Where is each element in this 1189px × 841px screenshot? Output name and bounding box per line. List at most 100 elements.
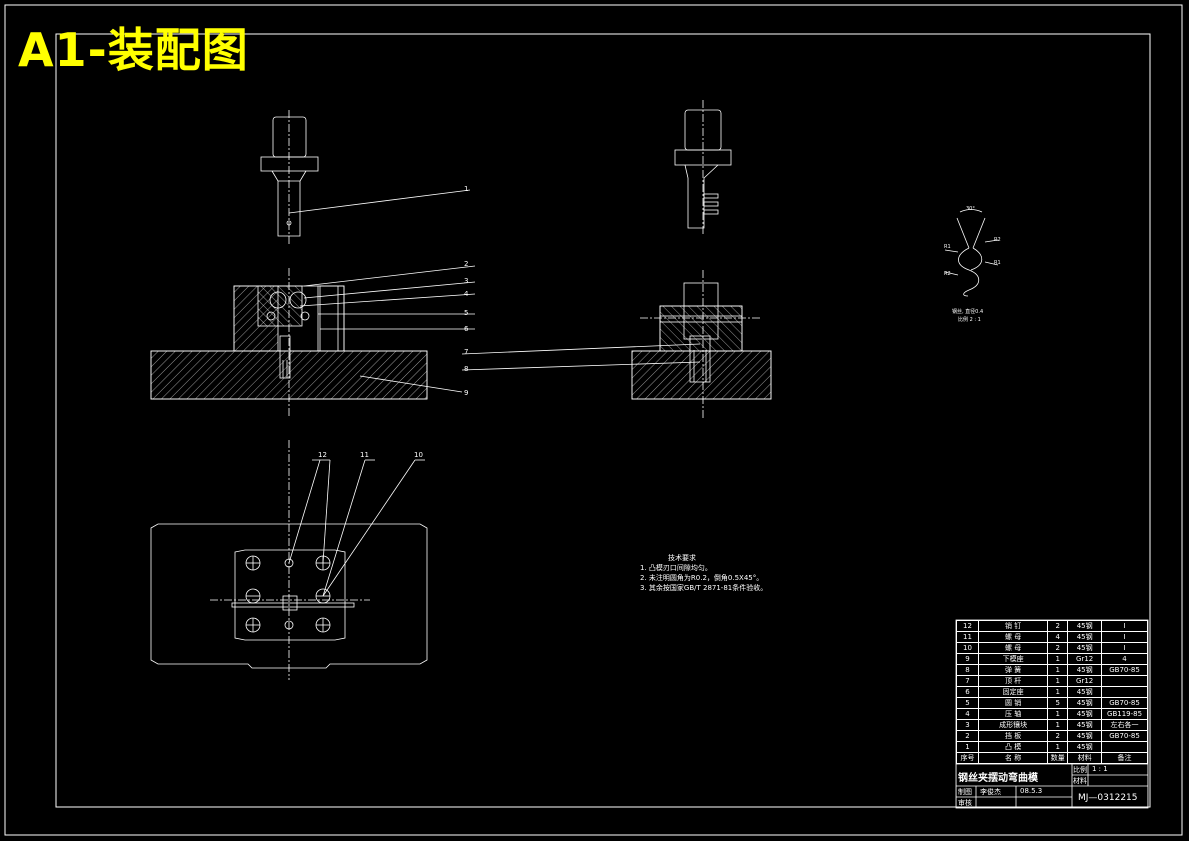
drawing-number: MJ—0312215 — [1078, 793, 1138, 803]
bom-cell: 12 — [956, 620, 979, 632]
bom-header-row: 序号名 称数量材料备注 — [956, 752, 1148, 764]
bom-cell: 销 钉 — [977, 620, 1049, 632]
bom-cell: I — [1101, 642, 1148, 654]
bom-cell: 材料 — [1067, 752, 1103, 764]
bom-cell: 1 — [1047, 719, 1069, 731]
bom-cell: GB70-85 — [1101, 697, 1148, 709]
bom-cell: 4 — [956, 708, 979, 720]
wire-detail-view — [944, 209, 999, 297]
bom-cell: 11 — [956, 631, 979, 643]
scale-value: 1 : 1 — [1092, 765, 1108, 773]
bom-cell: 螺 母 — [977, 642, 1049, 654]
material-label: 材料 — [1073, 777, 1087, 785]
inner-border — [55, 33, 1151, 808]
punch-side-view — [674, 100, 732, 235]
bom-cell: 1 — [1047, 664, 1069, 676]
bom-cell: 2 — [1047, 730, 1069, 742]
balloon-6: 6 — [464, 325, 469, 333]
title-block: 钢丝夹摆动弯曲模 比例 1 : 1 材料 制图 审核 李俊杰 08.5.3 MJ… — [956, 764, 1148, 808]
die-side-section — [631, 270, 772, 420]
balloon-2: 2 — [464, 260, 468, 268]
tech-note-line-3: 3. 其余按国家GB/T 2871-81条件验收。 — [640, 584, 768, 592]
bom-cell: GB119-85 — [1101, 708, 1148, 720]
leader-lines — [288, 189, 701, 597]
bom-cell: GB70-85 — [1101, 664, 1148, 676]
bom-cell: 1 — [1047, 708, 1069, 720]
bom-cell: I — [1101, 631, 1148, 643]
bom-cell: GB70-85 — [1101, 730, 1148, 742]
bom-cell: I — [1101, 620, 1148, 632]
bom-cell: 5 — [956, 697, 979, 709]
bom-cell: 1 — [1047, 675, 1069, 687]
bom-cell: 45钢 — [1067, 664, 1103, 676]
scale-label: 比例 — [1073, 766, 1087, 774]
bom-cell: 顶 杆 — [977, 675, 1049, 687]
balloon-4: 4 — [464, 290, 469, 298]
dim-r2-left: R2 — [944, 271, 951, 277]
balloon-12: 12 — [318, 451, 327, 459]
bom-cell: 1 — [956, 741, 979, 753]
technical-notes: 技术要求 1. 凸模刃口间隙均匀。 2. 未注明圆角为R0.2，倒角0.5X45… — [640, 553, 767, 593]
bom-cell: 5 — [1047, 697, 1069, 709]
balloon-1: 1 — [464, 185, 468, 193]
bom-cell: 圆 销 — [977, 697, 1049, 709]
bom-cell: 弹 簧 — [977, 664, 1049, 676]
sheet-title: A1-装配图 — [18, 23, 249, 77]
tech-note-line-2: 2. 未注明圆角为R0.2，倒角0.5X45°。 — [640, 574, 764, 582]
dim-r1-left: R1 — [944, 244, 951, 250]
tech-note-line-1: 1. 凸模刃口间隙均匀。 — [640, 564, 712, 572]
bom-cell: Gr12 — [1067, 675, 1103, 687]
bom-cell: 下模座 — [977, 653, 1049, 665]
bom-cell: 2 — [1047, 620, 1069, 632]
bom-cell — [1101, 675, 1148, 687]
bom-cell: 45钢 — [1067, 719, 1103, 731]
bom-cell: 数量 — [1047, 752, 1069, 764]
balloon-11: 11 — [360, 451, 369, 459]
drawing-date: 08.5.3 — [1020, 787, 1043, 795]
bom-cell: 45钢 — [1067, 631, 1103, 643]
bom-cell: 固定座 — [977, 686, 1049, 698]
bom-cell — [1101, 741, 1148, 753]
bom-cell: 45钢 — [1067, 686, 1103, 698]
die-section-view — [150, 268, 428, 418]
balloon-8: 8 — [464, 365, 468, 373]
bom-cell: 45钢 — [1067, 730, 1103, 742]
bom-cell: 备注 — [1101, 752, 1148, 764]
balloon-5: 5 — [464, 309, 468, 317]
bom-cell: 1 — [1047, 653, 1069, 665]
bom-cell: 螺 母 — [977, 631, 1049, 643]
die-plan-view — [150, 440, 428, 680]
bom-cell: 序号 — [956, 752, 979, 764]
balloon-9: 9 — [464, 389, 468, 397]
tech-notes-title: 技术要求 — [668, 554, 696, 562]
bom-cell: 7 — [956, 675, 979, 687]
bom-cell: 2 — [1047, 642, 1069, 654]
bom-cell: 45钢 — [1067, 708, 1103, 720]
dim-angle: 30° — [966, 206, 975, 212]
bom-cell: 10 — [956, 642, 979, 654]
part-name: 钢丝夹摆动弯曲模 — [958, 773, 1038, 784]
bom-cell: 1 — [1047, 686, 1069, 698]
dim-r1-right: R1 — [994, 260, 1001, 266]
bom-cell: 6 — [956, 686, 979, 698]
bom-cell: 3 — [956, 719, 979, 731]
dim-r2-right: R2 — [994, 237, 1001, 243]
bom-cell: 2 — [956, 730, 979, 742]
bom-cell: 9 — [956, 653, 979, 665]
bom-cell: 压 轴 — [977, 708, 1049, 720]
balloon-10: 10 — [414, 451, 423, 459]
drawer-name: 李俊杰 — [980, 788, 1001, 796]
bom-cell: 凸 模 — [977, 741, 1049, 753]
drawn-label: 制图 — [958, 788, 972, 796]
